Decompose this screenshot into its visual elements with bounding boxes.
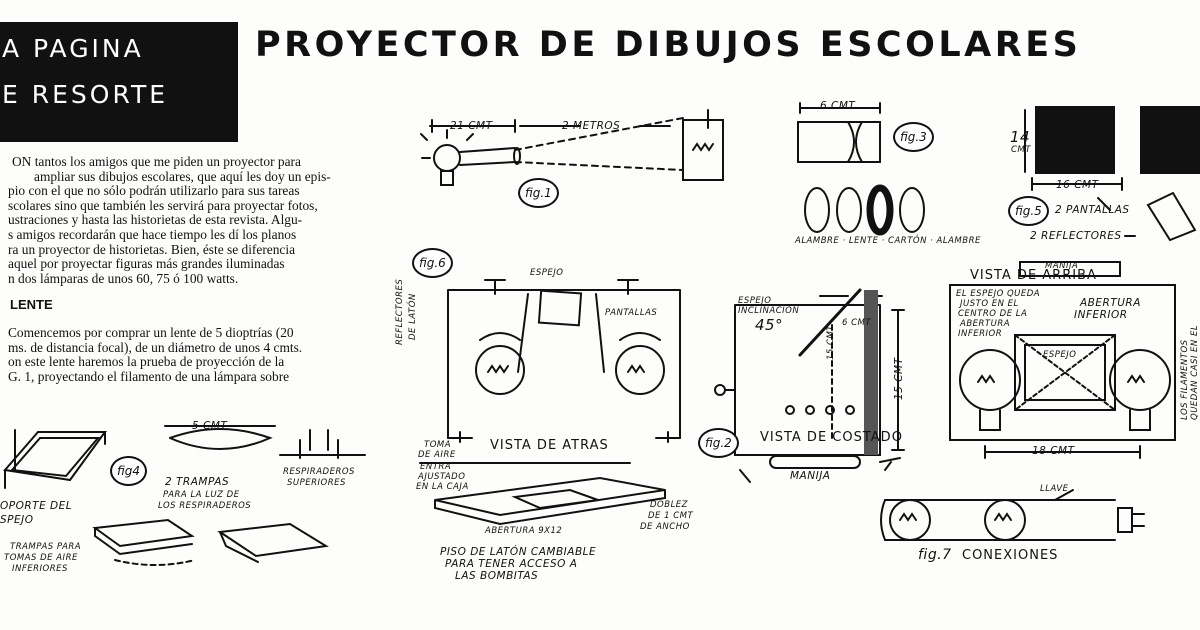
- lente-line: ms. de distancia focal), de un diámetro …: [8, 339, 303, 355]
- fig5-pantallas-label: 2 PANTALLAS: [1055, 204, 1130, 216]
- fig4-trampas-sub: PARA LA LUZ DE: [163, 490, 240, 500]
- top-note: EL ESPEJO QUEDA: [956, 289, 1041, 299]
- top-manija-label: MANIJA: [1045, 261, 1079, 271]
- fig2-height-label: 15 CMT: [826, 325, 836, 360]
- fig1-tag: fig.1: [518, 178, 559, 208]
- lente-line: on este lente haremos la prueba de proye…: [8, 354, 285, 370]
- banner-line-1: A PAGINA: [2, 34, 144, 63]
- fig4-drawing: [3, 425, 366, 566]
- fig6-espejo-label: ESPEJO: [530, 268, 564, 278]
- lente-line: Comencemos por comprar un lente de 5 dio…: [8, 325, 294, 340]
- intro-line: ampliar sus dibujos escolares, que aquí …: [34, 168, 331, 184]
- top-abertura-label: ABERTURA: [1080, 297, 1141, 309]
- fig6-doblez-label: DE 1 CMT: [648, 511, 694, 521]
- fig6-abertura-label: ABERTURA 9X12: [485, 526, 563, 536]
- section-heading: LENTE: [10, 297, 53, 312]
- fig5-reflectores-label: 2 REFLECTORES: [1030, 230, 1122, 242]
- fig6-drawing: [419, 279, 681, 526]
- intro-line: ON tantos los amigos que me piden un pro…: [12, 154, 301, 169]
- fig3-drawing: [797, 102, 925, 236]
- intro-paragraph: ON tantos los amigos que me piden un pro…: [8, 154, 403, 286]
- intro-line: aquel por proyectar figuras más grandes …: [8, 256, 285, 272]
- fig6-entra-label: ENTRA: [420, 462, 452, 472]
- fig2-width-label: 6 CMT: [842, 318, 872, 328]
- fig4-trampas-aire: INFERIORES: [12, 564, 68, 574]
- fig4-respiraderos: SUPERIORES: [287, 478, 346, 488]
- top-espejo-label: ESPEJO: [1043, 350, 1077, 360]
- fig2-height-label: 15 CMT: [893, 357, 905, 400]
- fig1-drawing: [420, 109, 724, 186]
- fig4-trampas-label: 2 TRAMPAS: [165, 476, 230, 488]
- fig4-trampas-aire: TRAMPAS PARA: [10, 542, 82, 552]
- fig6-doblez-label: DOBLEZ: [650, 500, 688, 510]
- fig4-respiraderos: RESPIRADEROS: [283, 467, 355, 477]
- fig6-piso-label: PARA TENER ACCESO A: [445, 558, 578, 570]
- top-note: JUSTO EN EL: [960, 299, 1019, 309]
- fig2-manija-label: MANIJA: [790, 470, 831, 482]
- fig5-tag: fig.5: [1008, 196, 1049, 226]
- fig7-llave-label: LLAVE: [1040, 484, 1069, 494]
- top-width-label: 18 CMT: [1032, 445, 1075, 457]
- screen-panel: [1035, 106, 1115, 174]
- fig6-entra-label: EN LA CAJA: [416, 482, 469, 492]
- fig3-width-label: 6 CMT: [820, 100, 856, 112]
- fig4-tag: fig4: [110, 456, 148, 486]
- fig2-drawing: [714, 288, 905, 483]
- fig6-reflectores-label: DE LATÓN: [408, 293, 418, 340]
- fig6-doblez-label: DE ANCHO: [640, 522, 690, 532]
- fig5-drawing: [1024, 109, 1197, 242]
- fig5-height-unit: CMT: [1011, 145, 1031, 155]
- top-note: ABERTURA: [960, 319, 1011, 329]
- section-banner: A PAGINA E RESORTE: [0, 22, 238, 142]
- top-side-label: LOS FILAMENTOS: [1180, 339, 1190, 420]
- fig3-tag: fig.3: [893, 122, 934, 152]
- intro-line: pio con el que no sólo podrán utilizarlo…: [8, 183, 300, 199]
- fig2-tag: fig.2: [698, 428, 739, 458]
- fig1-distance-label: 21 CMT: [450, 120, 493, 132]
- screen-panel: [1140, 106, 1200, 174]
- fig6-entra-label: AJUSTADO: [418, 472, 466, 482]
- fig1-distance-label: 2 METROS: [562, 120, 621, 132]
- top-view-drawing: [949, 261, 1176, 459]
- fig6-piso-label: PISO DE LATÓN CAMBIABLE: [440, 546, 597, 558]
- fig6-pantallas-label: PANTALLAS: [605, 308, 658, 318]
- top-note: INFERIOR: [958, 329, 1003, 339]
- top-abertura-label: INFERIOR: [1074, 309, 1128, 321]
- fig5-width-label: 16 CMT: [1056, 179, 1099, 191]
- fig4-trampas-sub: LOS RESPIRADEROS: [158, 501, 252, 511]
- fig6-toma-label: DE AIRE: [418, 450, 456, 460]
- intro-line: scolares sino que también les servirá pa…: [8, 197, 318, 213]
- intro-line: n dos lámparas de unos 60, 75 ó 100 watt…: [8, 270, 239, 286]
- fig4-soporte: OPORTE DEL: [0, 500, 73, 512]
- intro-line: ustraciones y hasta las historietas de e…: [8, 212, 303, 228]
- fig4-width-label: 5 CMT: [192, 420, 228, 432]
- fig6-tag: fig.6: [412, 248, 453, 278]
- top-side-label: QUEDAN CASI EN EL: [1190, 324, 1200, 420]
- top-view-label: VISTA DE ARRIBA: [970, 268, 1097, 283]
- fig4-trampas-aire: TOMAS DE AIRE: [4, 553, 78, 563]
- fig6-piso-label: LAS BOMBITAS: [455, 570, 539, 582]
- fig7-conexiones-label: CONEXIONES: [962, 548, 1059, 563]
- fig2-espejo-label: INCLINACIÓN: [738, 306, 800, 316]
- fig2-angle-label: 45°: [755, 316, 784, 334]
- banner-line-2: E RESORTE: [2, 80, 169, 109]
- fig4-soporte: SPEJO: [0, 514, 34, 526]
- lente-paragraph: Comencemos por comprar un lente de 5 dio…: [8, 325, 403, 384]
- fig2-view-label: VISTA DE COSTADO: [760, 430, 903, 445]
- fig6-toma-label: TOMA: [424, 440, 452, 450]
- intro-line: ra un proyector de historietas. Bien, és…: [8, 241, 296, 257]
- lente-line: G. 1, proyectando el filamento de una lá…: [8, 368, 290, 384]
- top-note: CENTRO DE LA: [958, 309, 1028, 319]
- fig6-reflectores-label: REFLECTORES: [395, 278, 405, 345]
- fig3-parts-label: ALAMBRE · LENTE · CARTÓN · ALAMBRE: [795, 236, 981, 246]
- fig2-espejo-label: ESPEJO: [738, 296, 772, 306]
- fig5-height-label: 14: [1010, 128, 1031, 146]
- page-title: PROYECTOR DE DIBUJOS ESCOLARES: [255, 25, 1082, 65]
- intro-line: s amigos recordarán que hace tiempo les …: [8, 226, 297, 242]
- fig7-tag: fig.7: [918, 547, 952, 563]
- fig7-drawing: [880, 489, 1145, 541]
- fig6-view-label: VISTA DE ATRAS: [490, 438, 609, 453]
